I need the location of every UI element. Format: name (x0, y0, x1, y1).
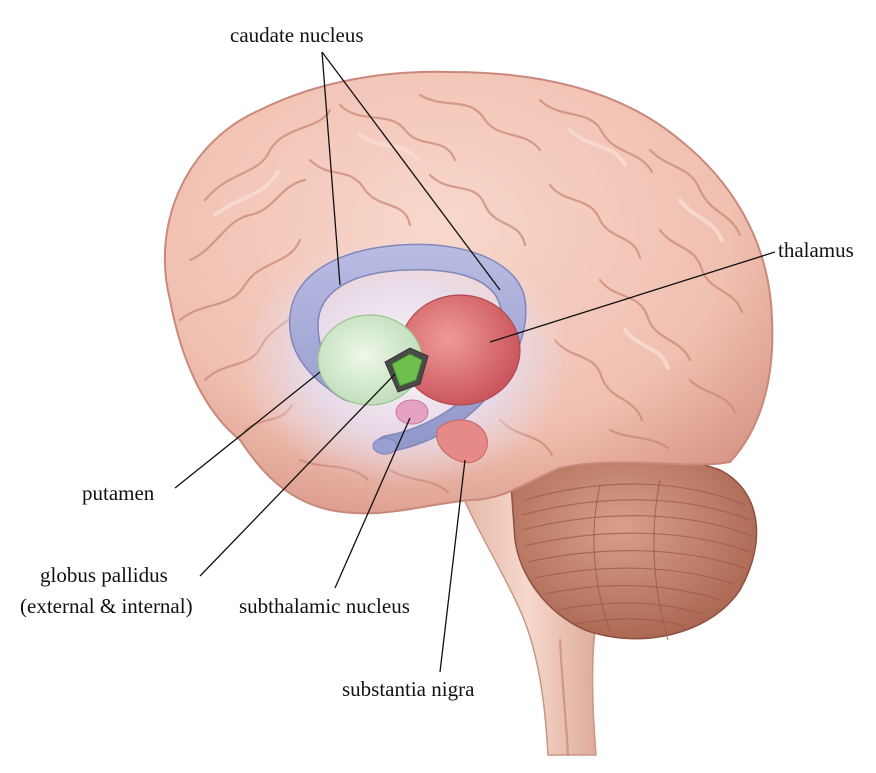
label-putamen: putamen (82, 481, 155, 505)
label-subthalamic-nucleus: subthalamic nucleus (239, 594, 410, 618)
label-caudate-nucleus: caudate nucleus (230, 23, 364, 47)
globus-pallidus-structure (384, 347, 429, 393)
label-thalamus: thalamus (778, 238, 854, 262)
label-globus-pallidus: globus pallidus (40, 563, 168, 587)
substantia-nigra-structure (436, 419, 488, 464)
label-substantia-nigra: substantia nigra (342, 677, 475, 701)
label-globus-pallidus-subtitle: (external & internal) (20, 594, 193, 618)
subthalamic-nucleus-structure (395, 399, 429, 425)
cerebellum (509, 451, 758, 641)
caudate-tail (372, 437, 398, 455)
leader-lines (174, 51, 776, 673)
